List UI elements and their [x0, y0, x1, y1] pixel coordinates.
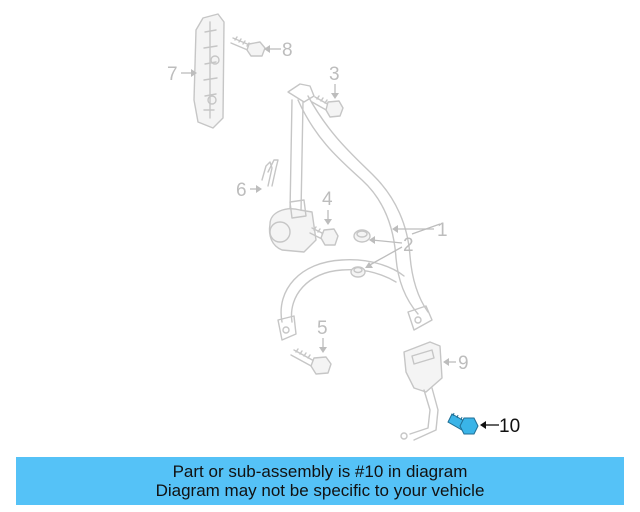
callout-2: 2 — [365, 223, 441, 268]
svg-text:10: 10 — [499, 416, 520, 437]
banner-line-2: Diagram may not be specific to your vehi… — [155, 481, 485, 500]
part-9-buckle[interactable] — [400, 341, 443, 441]
svg-text:7: 7 — [167, 64, 178, 85]
part-7-height-adjuster[interactable] — [193, 13, 225, 129]
part-5-bolt[interactable] — [290, 348, 332, 375]
part-8-bolt[interactable] — [230, 36, 266, 57]
callout-8: 8 — [264, 40, 293, 61]
svg-text:1: 1 — [437, 220, 448, 241]
callout-5: 5 — [317, 318, 328, 353]
parts-diagram: 7 8 3 — [167, 13, 520, 441]
part-2-cover[interactable] — [350, 229, 371, 278]
part-3-bolt[interactable] — [311, 95, 344, 118]
part-4-bolt[interactable] — [309, 226, 339, 246]
svg-text:2: 2 — [403, 235, 414, 256]
callout-9: 9 — [443, 353, 469, 374]
svg-text:6: 6 — [236, 180, 247, 201]
callout-4: 4 — [322, 189, 333, 225]
callout-6: 6 — [236, 180, 262, 201]
svg-text:3: 3 — [329, 64, 340, 85]
callout-7: 7 — [167, 64, 197, 85]
part-1-seat-belt[interactable] — [268, 83, 433, 341]
banner-line-1: Part or sub-assembly is #10 in diagram — [172, 462, 468, 481]
callout-10: 10 — [480, 416, 520, 437]
part-6-clip[interactable] — [261, 159, 279, 187]
svg-text:9: 9 — [458, 353, 469, 374]
info-banner: Part or sub-assembly is #10 in diagram D… — [16, 457, 624, 505]
svg-text:4: 4 — [322, 189, 333, 210]
part-10-bolt[interactable] — [447, 412, 479, 435]
svg-text:5: 5 — [317, 318, 328, 339]
svg-text:8: 8 — [282, 40, 293, 61]
callout-3: 3 — [329, 64, 340, 99]
callout-1: 1 — [392, 220, 448, 241]
